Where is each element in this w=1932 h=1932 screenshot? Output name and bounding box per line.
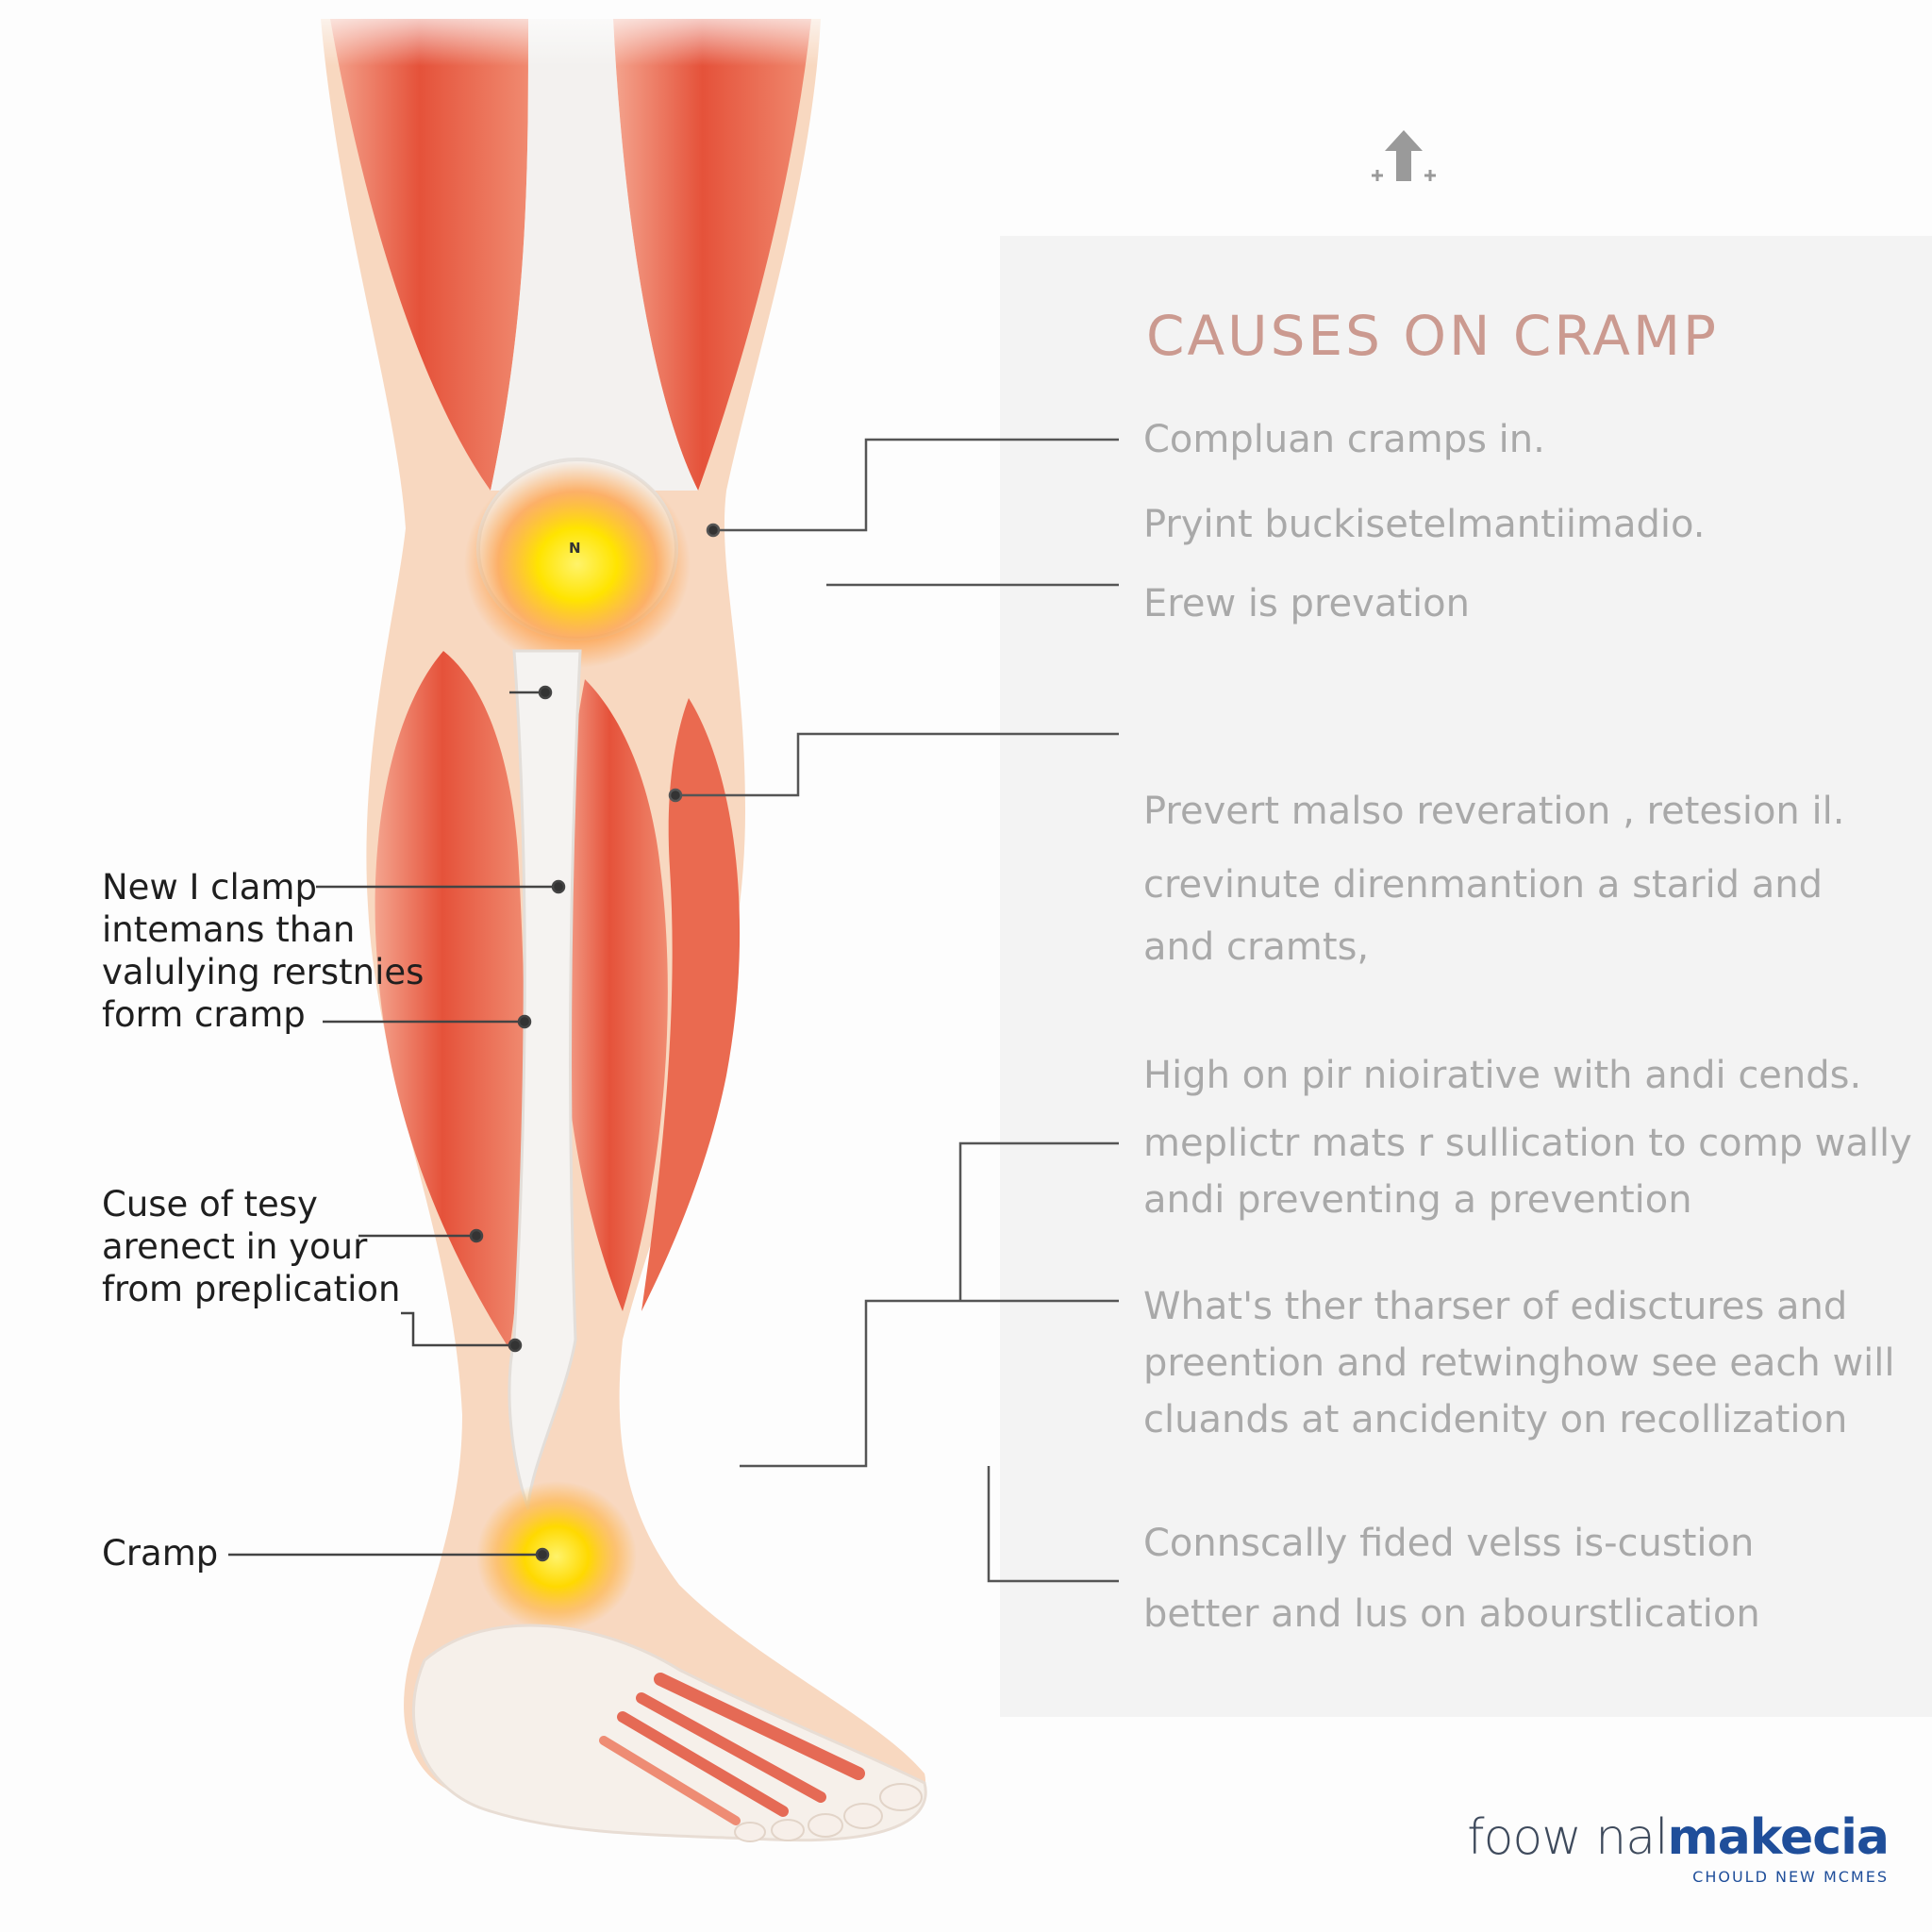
- cause-line: What's ther tharser of edisctures and: [1143, 1285, 1848, 1328]
- thigh-tendon: [491, 19, 698, 491]
- cause-line: High on pir nioirative with andi cends.: [1143, 1054, 1862, 1097]
- cause-group-2: Prevert malso reveration , retesion il. …: [1143, 783, 1844, 975]
- cause-line: preention and retwinghow see each will: [1143, 1341, 1895, 1385]
- knee-hotspot: [464, 460, 691, 668]
- cause-line: Prevert malso reveration , retesion il.: [1143, 790, 1845, 833]
- page-title: CAUSES ON CRAMP: [1146, 304, 1719, 368]
- knee-marker: N: [569, 540, 581, 557]
- label-line: New I clamp: [102, 867, 317, 908]
- cause-line: Erew is prevation: [1143, 582, 1470, 625]
- cause-line: Compluan cramps in.: [1143, 418, 1545, 461]
- upload-arrow-icon: [1372, 130, 1436, 181]
- left-label-1: New I clamp intemans than valulying rers…: [102, 866, 424, 1036]
- info-panel: [1000, 236, 1932, 1717]
- cause-line: Connscally fided velss is-custion: [1143, 1522, 1755, 1565]
- cause-line: crevinute direnmantion a starid and: [1143, 863, 1824, 907]
- brand-tagline: CHOULD NEW MCMES: [1692, 1868, 1889, 1886]
- cause-line: and cramts,: [1143, 925, 1370, 969]
- cause-group-1: Compluan cramps in. Pryint buckisetelman…: [1143, 411, 1705, 632]
- calf-muscle-center: [562, 679, 668, 1311]
- left-label-3: Cramp: [102, 1532, 218, 1574]
- cause-line: andi preventing a prevention: [1143, 1178, 1692, 1222]
- left-label-2: Cuse of tesy arenect in your from prepli…: [102, 1183, 400, 1310]
- ankle-hotspot: [476, 1481, 637, 1632]
- label-line: Cuse of tesy: [102, 1184, 318, 1224]
- left-leader-lines: [228, 685, 566, 1562]
- cause-group-5: Connscally fided velss is-custion better…: [1143, 1515, 1760, 1642]
- right-leader-lines: [668, 438, 1119, 1583]
- cause-group-3: High on pir nioirative with andi cends. …: [1143, 1047, 1912, 1228]
- cause-group-4: What's ther tharser of edisctures and pr…: [1143, 1278, 1895, 1448]
- thigh-muscle-left: [330, 19, 528, 491]
- thigh-muscle-right: [613, 19, 811, 491]
- label-line: valulying rerstnies: [102, 952, 425, 992]
- cause-line: Pryint buckisetelmantiimadio.: [1143, 503, 1706, 546]
- label-line: from preplication: [102, 1269, 401, 1309]
- brand-light-text: foow nal: [1467, 1809, 1668, 1866]
- brand-bold-text: makecia: [1667, 1809, 1890, 1866]
- label-line: arenect in your: [102, 1226, 368, 1267]
- label-line: Cramp: [102, 1533, 219, 1574]
- cause-line: meplictr mats r sullication to comp wall…: [1143, 1122, 1912, 1165]
- label-line: intemans than: [102, 909, 356, 950]
- label-line: form cramp: [102, 994, 306, 1035]
- cause-line: cluands at ancidenity on recollization: [1143, 1398, 1848, 1441]
- calf-muscle-inner: [641, 698, 741, 1311]
- calf-muscle-outer: [375, 651, 525, 1349]
- cause-line: better and lus on abourstlication: [1143, 1592, 1760, 1636]
- brand-logo: foow nalmakecia CHOULD NEW MCMES: [1467, 1809, 1890, 1886]
